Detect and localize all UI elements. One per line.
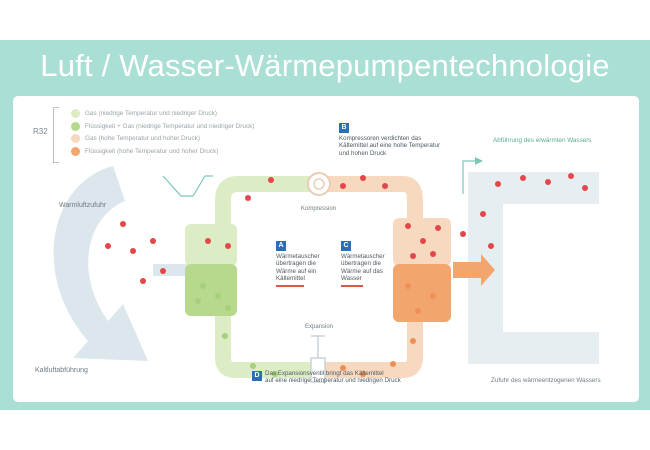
water-out-arrowhead bbox=[475, 157, 483, 165]
legend-label: Gas (niedrige Temperatur und niedriger D… bbox=[85, 110, 218, 117]
legend-swatch-icon bbox=[71, 121, 80, 131]
legend-label: Flüssigkeit (hohe Temperatur und hoher D… bbox=[85, 147, 219, 155]
diagram-panel: R32 Gas (niedrige Temperatur und niedrig… bbox=[13, 96, 639, 402]
compressor-icon bbox=[307, 172, 331, 196]
water-out-line bbox=[162, 175, 213, 197]
evaporator-block-gas bbox=[185, 224, 237, 266]
refrigerant-bubbles bbox=[195, 283, 278, 377]
step-c-badge: C bbox=[341, 241, 351, 251]
legend-swatch-icon bbox=[71, 146, 80, 156]
step-d-badge: D bbox=[252, 371, 262, 381]
label-abfuehrung-wasser: Abführung des erwärmten Wassers bbox=[493, 137, 592, 144]
water-outflow-arrow bbox=[453, 254, 495, 286]
step-a-badge: A bbox=[276, 241, 286, 251]
label-zufuhr-wasser: Zufuhr des wärmeentzogenen Wassers bbox=[491, 377, 601, 384]
legend-bracket bbox=[53, 107, 59, 163]
label-kompression: Kompression bbox=[301, 206, 337, 212]
hot-bubbles bbox=[340, 283, 436, 377]
air-flow-arrow bbox=[53, 166, 148, 361]
legend-label: Flüssigkeit + Gas (niedrige Temperatur u… bbox=[85, 122, 255, 130]
water-return-channel bbox=[468, 172, 599, 364]
diagram-title: Luft / Wasser-Wärmepumpentechnologie bbox=[40, 48, 610, 83]
heat-dots bbox=[105, 173, 588, 284]
label-warmluftzufuhr: Warmluftzufuhr bbox=[59, 202, 107, 209]
step-c-underline bbox=[341, 285, 363, 287]
legend-swatch-icon bbox=[71, 109, 80, 118]
legend-swatch-icon bbox=[71, 134, 80, 143]
heat-pump-diagram bbox=[53, 157, 599, 383]
legend-label: Gas (hohe Temperatur und hoher Druck) bbox=[85, 135, 200, 142]
label-expansion: Expansion bbox=[305, 324, 334, 330]
step-b-badge: B bbox=[339, 123, 349, 133]
step-a-underline bbox=[276, 285, 304, 287]
legend-refrigerant: R32 bbox=[33, 127, 48, 136]
label-kaltluftabfuehrung: Kaltluftabführung bbox=[35, 367, 88, 374]
condenser-block-liquid bbox=[393, 264, 451, 322]
step-d-text: Das Expansionsventil bringt das Kältemit… bbox=[265, 370, 401, 385]
